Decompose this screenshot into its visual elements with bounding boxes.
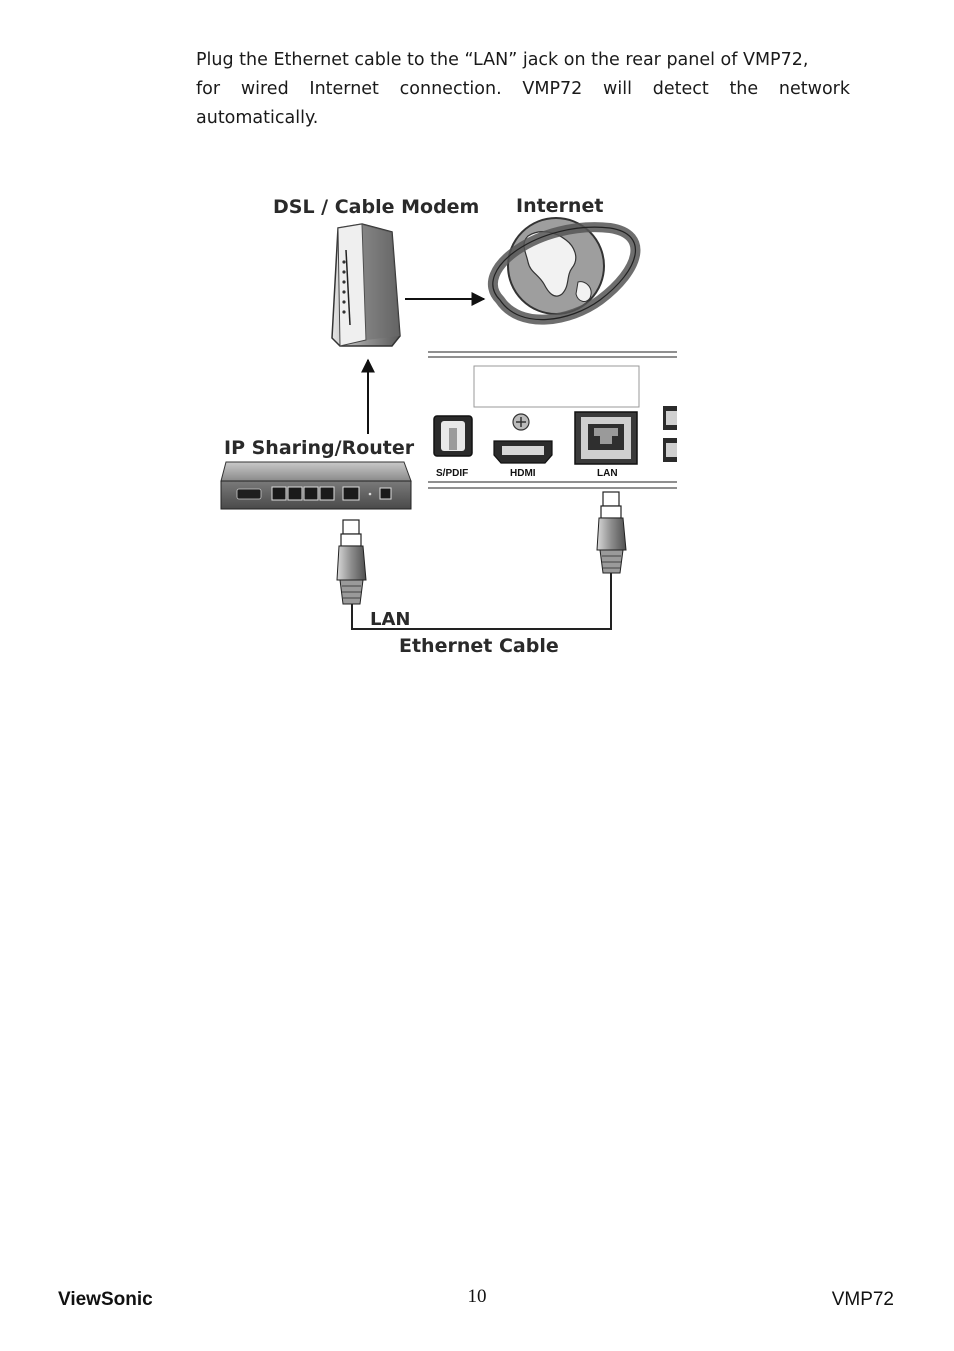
internet-label: Internet	[516, 195, 603, 217]
instruction-paragraph: Plug the Ethernet cable to the “LAN” jac…	[196, 46, 850, 133]
hdmi-port-icon	[493, 413, 553, 464]
footer-model: VMP72	[831, 1289, 894, 1310]
extra-port-icon	[663, 406, 677, 462]
instruction-line-2: for wired Internet connection. VMP72 wil…	[196, 79, 850, 99]
vmp72-rear-panel: S/PDIF HDMI LAN	[428, 351, 677, 489]
router-label: IP Sharing/Router	[224, 437, 415, 459]
lan-port-label: LAN	[597, 468, 618, 479]
ethernet-cable-line	[351, 573, 612, 630]
modem-icon	[331, 223, 401, 347]
lan-cable-label: LAN	[370, 609, 410, 630]
footer-page-number: 10	[467, 1286, 487, 1307]
ethernet-cable-label: Ethernet Cable	[399, 635, 559, 657]
router-ethernet-plug-icon	[336, 519, 367, 605]
instruction-line-3: automatically.	[196, 108, 319, 128]
spdif-port-icon	[433, 415, 473, 457]
network-connection-diagram: DSL / Cable Modem Internet IP Sharing/Ro…	[220, 195, 677, 657]
router-icon	[220, 461, 412, 510]
vmp72-ethernet-plug-icon	[596, 491, 627, 574]
footer-brand: ViewSonic	[58, 1289, 153, 1310]
spdif-port-label: S/PDIF	[436, 468, 468, 479]
internet-globe-icon	[488, 217, 641, 325]
instruction-line-1: Plug the Ethernet cable to the “LAN” jac…	[196, 50, 809, 70]
lan-port-icon	[574, 411, 638, 465]
modem-label: DSL / Cable Modem	[273, 196, 479, 218]
hdmi-port-label: HDMI	[510, 468, 536, 479]
